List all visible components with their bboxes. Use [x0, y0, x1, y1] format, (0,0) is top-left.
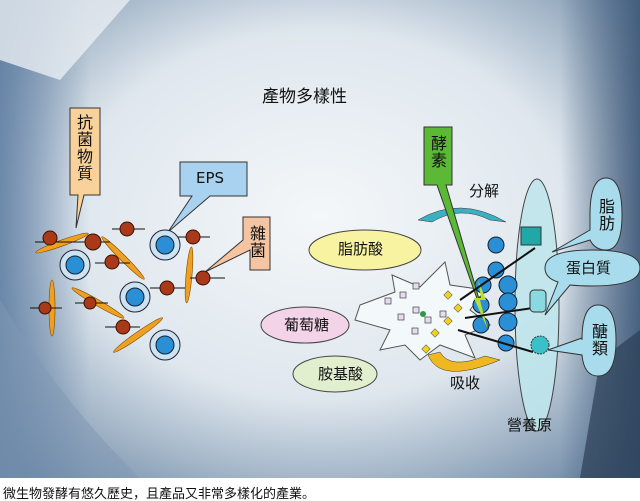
contaminant-label: 雜菌: [247, 225, 266, 259]
contaminant-cells: [30, 221, 225, 335]
enzyme-label: 酵素: [428, 135, 447, 169]
decompose-arrow: [417, 207, 507, 223]
absorb-label: 吸收: [450, 374, 481, 392]
protein-cylinder: [529, 289, 547, 313]
fat-label: 脂肪: [596, 198, 615, 232]
protein-label: 蛋白質: [566, 259, 612, 277]
antimicrobial-callout: [69, 107, 101, 229]
contaminant-callout: [204, 216, 271, 273]
fatty-acid-label: 脂肪酸: [338, 240, 384, 258]
glucose-label: 葡萄糖: [284, 316, 330, 334]
antimicrobial-label: 抗菌物質: [74, 114, 93, 182]
glucose-cloud: [260, 306, 350, 344]
eps-label: EPS: [196, 169, 225, 187]
sugar-spike: [530, 335, 550, 355]
protein-bubble: [544, 249, 640, 316]
amino-acid-label: 胺基酸: [318, 365, 364, 383]
decompose-label: 分解: [469, 182, 500, 200]
enzyme-callout: [423, 126, 489, 331]
nutrient-source-label: 營養原: [507, 416, 553, 434]
amino-acid-cloud: [292, 355, 378, 393]
sugar-bubble: [547, 304, 617, 377]
fatty-acid-cloud: [308, 229, 422, 271]
fat-bubble: [551, 177, 623, 253]
fat-cube: [520, 226, 542, 246]
sugar-label: 醣類: [589, 323, 608, 357]
caption: 微生物發酵有悠久歷史，且產品又非常多樣化的產業。: [3, 487, 316, 501]
eps-cells: [59, 229, 181, 361]
diagram-title: 產物多樣性: [262, 87, 347, 107]
absorb-arrow: [427, 351, 501, 372]
eps-callout: [167, 161, 248, 233]
diagram-illustration: [0, 0, 640, 478]
